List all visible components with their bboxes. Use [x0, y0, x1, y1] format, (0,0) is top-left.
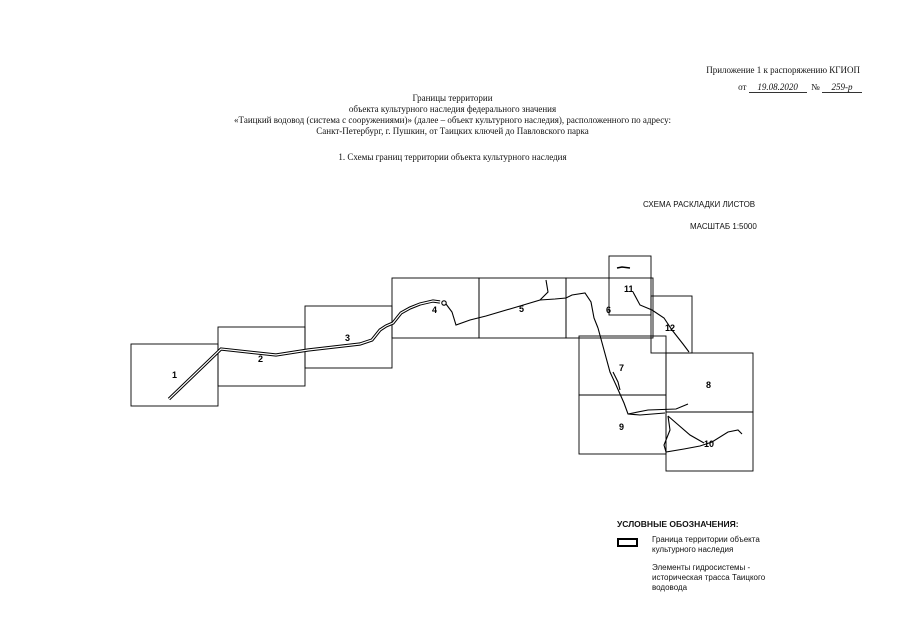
title-line-3: «Таицкий водовод (система с сооружениями… [234, 115, 671, 125]
scheme-title: СХЕМА РАСКЛАДКИ ЛИСТОВ [643, 200, 756, 209]
sheet-label-9: 9 [619, 422, 624, 432]
sheet-labels: 1 2 3 4 5 6 7 8 9 10 11 12 [172, 284, 714, 449]
section-title: 1. Схемы границ территории объекта культ… [338, 152, 567, 162]
hydro-line-5-6 [539, 292, 599, 329]
boundary-swatch-icon [617, 538, 638, 547]
date-prefix: от [738, 82, 747, 92]
sheet-label-5: 5 [519, 304, 524, 314]
sheet-label-6: 6 [606, 305, 611, 315]
sheet-label-4: 4 [432, 305, 437, 315]
reservoir-mark [441, 300, 447, 306]
sheet-frame-6 [565, 277, 654, 339]
sheet-label-8: 8 [706, 380, 711, 390]
hydro-branch-7 [612, 371, 621, 391]
legend-item-boundary-label: Граница территории объекта культурного н… [652, 535, 760, 554]
scheme-scale: МАСШТАБ 1:5000 [690, 222, 757, 231]
sheet-frame-12 [650, 295, 693, 354]
sheet-label-12: 12 [665, 323, 675, 333]
hydro-line-6-7 [597, 327, 666, 416]
sheet-label-7: 7 [619, 363, 624, 373]
hydro-line-9 [627, 403, 689, 415]
number-value: 259-р [822, 82, 862, 93]
number-prefix: № [811, 82, 820, 92]
title-line-1: Границы территории [412, 93, 493, 103]
document-title: Границы территории объекта культурного н… [0, 93, 905, 137]
hydro-line-4-5 [445, 279, 549, 326]
appendix-reference: от 19.08.2020 № 259-р [738, 82, 862, 93]
route-inner [168, 300, 441, 400]
sheet-label-3: 3 [345, 333, 350, 343]
hydro-lines [441, 266, 743, 453]
historic-route [167, 299, 441, 401]
hydro-mark-11 [616, 266, 631, 269]
hydro-branch-10 [667, 415, 705, 444]
sheet-frame-10 [665, 411, 754, 472]
title-line-2: объекта культурного наследия федеральног… [348, 104, 557, 114]
sheet-frame-11 [608, 255, 652, 316]
sheet-frames [130, 255, 754, 472]
hydro-line-11-12 [632, 291, 690, 353]
sheet-label-10: 10 [704, 439, 714, 449]
appendix-line: Приложение 1 к распоряжению КГИОП [706, 65, 860, 75]
hydro-line-10 [663, 415, 743, 453]
legend-title: УСЛОВНЫЕ ОБОЗНАЧЕНИЯ: [617, 519, 739, 529]
sheet-label-2: 2 [258, 354, 263, 364]
sheet-label-11: 11 [624, 284, 634, 294]
title-line-4: Санкт-Петербург, г. Пушкин, от Таицких к… [316, 126, 589, 136]
legend-item-hydro-label: Элементы гидросистемы - историческая тра… [652, 563, 766, 592]
date-value: 19.08.2020 [748, 82, 807, 93]
sheet-label-1: 1 [172, 370, 177, 380]
